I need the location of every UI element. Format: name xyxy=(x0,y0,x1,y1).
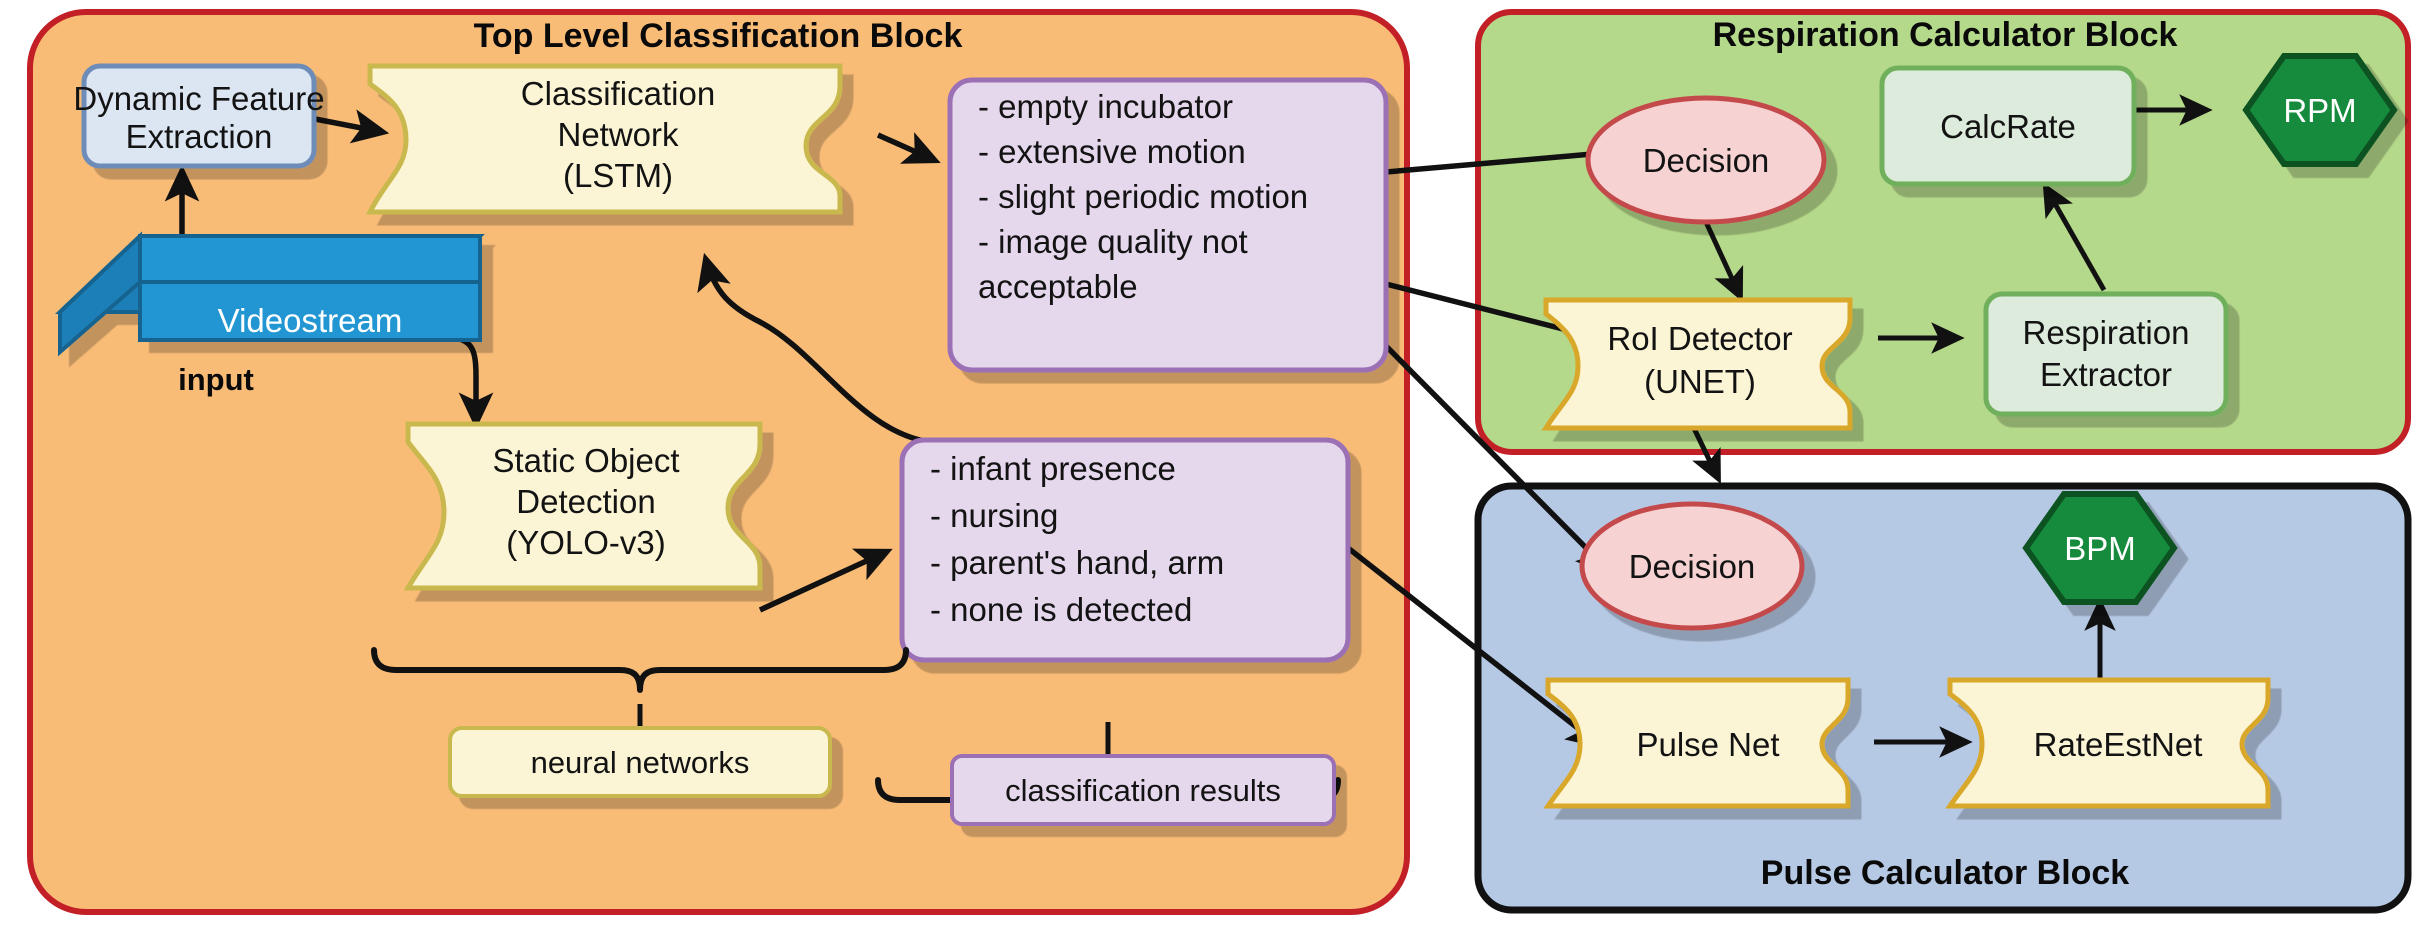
calc-rate-label: CalcRate xyxy=(1940,108,2076,145)
presence-classes-line3: - parent's hand, arm xyxy=(930,544,1224,581)
roi-detector-line2: (UNET) xyxy=(1644,363,1756,400)
respiration-extractor-shape xyxy=(1983,291,2229,417)
node-pulse-decision[interactable] xyxy=(1579,501,1805,631)
node-videostream[interactable] xyxy=(54,231,486,357)
static-object-detection-shape xyxy=(403,421,763,591)
rate-est-net-label: RateEstNet xyxy=(2034,726,2203,763)
node-dynamic-feature-extraction[interactable] xyxy=(81,63,317,169)
input-label: input xyxy=(178,362,254,397)
edge-static-object-detection-to-presence-classes xyxy=(758,548,893,613)
classification-network-line2: Network xyxy=(557,116,679,153)
neural-networks-label-shape xyxy=(448,726,832,798)
classification-network-line3: (LSTM) xyxy=(563,157,673,194)
dynamic-feature-extraction-line2: Extraction xyxy=(126,118,273,155)
node-bpm[interactable] xyxy=(2022,491,2178,605)
node-motion-classes[interactable] xyxy=(947,77,1389,373)
edge-motion-classes-to-pulse-decision xyxy=(1384,344,1614,576)
static-object-detection-line2: Detection xyxy=(516,483,655,520)
top-level-block-title: Top Level Classification Block xyxy=(474,17,963,55)
presence-classes-line1: - infant presence xyxy=(930,450,1176,487)
pulse-decision-label: Decision xyxy=(1629,548,1756,585)
rate-est-net-shape xyxy=(1945,677,2271,809)
node-classification-network[interactable] xyxy=(365,63,843,215)
videostream-front-face xyxy=(138,280,482,342)
edge-respiration-decision-to-roi-detector xyxy=(1703,220,1744,303)
motion-classes-line2: - extensive motion xyxy=(978,133,1246,170)
bpm-label: BPM xyxy=(2064,530,2136,567)
classification-network-line1: Classification xyxy=(521,75,715,112)
videostream-label: Videostream xyxy=(218,302,403,339)
node-respiration-extractor[interactable] xyxy=(1983,291,2229,417)
motion-classes-shape xyxy=(947,77,1389,373)
motion-classes-line3: - slight periodic motion xyxy=(978,178,1308,215)
edges xyxy=(164,94,2213,758)
node-neural-networks-label xyxy=(448,726,832,798)
node-rpm[interactable] xyxy=(2242,53,2398,167)
edge-presence-classes-to-classification-network xyxy=(697,252,931,445)
respiration-decision-label: Decision xyxy=(1643,142,1770,179)
dynamic-feature-extraction-line1: Dynamic Feature xyxy=(73,80,324,117)
edge-classification-network-to-motion-classes xyxy=(876,132,941,164)
static-object-detection-line3: (YOLO-v3) xyxy=(506,524,666,561)
node-respiration-decision[interactable] xyxy=(1585,95,1827,225)
roi-detector-line1: RoI Detector xyxy=(1607,320,1792,357)
static-object-detection-line1: Static Object xyxy=(492,442,679,479)
node-rate-est-net[interactable] xyxy=(1945,677,2271,809)
rpm-shape xyxy=(2242,53,2398,167)
motion-classes-line1: - empty incubator xyxy=(978,88,1233,125)
classification-results-label-text: classification results xyxy=(1005,773,1281,808)
classification-network-shape xyxy=(365,63,843,215)
node-calc-rate[interactable] xyxy=(1879,65,2137,187)
pulse-net-shape xyxy=(1543,677,1851,809)
node-classification-results-label xyxy=(950,754,1336,826)
presence-classes-line2: - nursing xyxy=(930,497,1058,534)
edge-respiration-extractor-to-calc-rate xyxy=(2042,182,2107,292)
respiration-decision-shape xyxy=(1585,95,1827,225)
respiration-block-title: Respiration Calculator Block xyxy=(1713,16,2178,54)
presence-classes-shape xyxy=(899,437,1351,663)
classification-results-label-shape xyxy=(950,754,1336,826)
pulse-net-label: Pulse Net xyxy=(1636,726,1779,763)
bpm-shape xyxy=(2022,491,2178,605)
node-presence-classes[interactable] xyxy=(899,437,1351,663)
calc-rate-shape xyxy=(1879,65,2137,187)
rpm-label: RPM xyxy=(2283,92,2356,129)
edge-feature-extraction-to-classification-network xyxy=(309,109,390,144)
neural-networks-label-text: neural networks xyxy=(531,745,750,780)
roi-detector-shape xyxy=(1541,297,1853,431)
motion-classes-line5: acceptable xyxy=(978,268,1138,305)
presence-classes-line4: - none is detected xyxy=(930,591,1192,628)
pulse-block-title: Pulse Calculator Block xyxy=(1761,854,2130,892)
node-pulse-net[interactable] xyxy=(1543,677,1851,809)
pulse-decision-shape xyxy=(1579,501,1805,631)
node-static-object-detection[interactable] xyxy=(403,421,763,591)
respiration-extractor-line2: Extractor xyxy=(2040,356,2172,393)
respiration-extractor-line1: Respiration xyxy=(2023,314,2190,351)
edge-presence-classes-to-pulse-net xyxy=(1346,545,1604,749)
brace-neural-networks xyxy=(371,647,909,693)
dynamic-feature-extraction-shape xyxy=(81,63,317,169)
motion-classes-line4: - image quality not xyxy=(978,223,1248,260)
node-roi-detector[interactable] xyxy=(1541,297,1853,431)
